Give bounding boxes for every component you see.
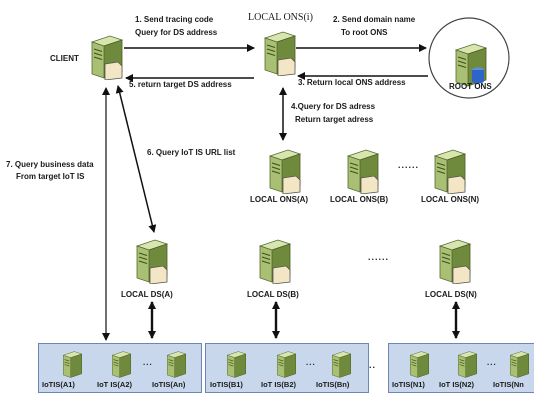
step-4-label-line1: 4.Query for DS adress bbox=[291, 102, 376, 111]
ons-ellipsis: ...... bbox=[398, 160, 420, 170]
iot-is-bn-server-icon bbox=[331, 350, 352, 384]
iot-is-nn-label: IoTIS(Nn bbox=[493, 380, 524, 389]
iot-is-a2-server-icon bbox=[111, 350, 132, 384]
step-7-label-line1: 7. Query business data bbox=[6, 160, 94, 169]
local-ds-n-label: LOCAL DS(N) bbox=[425, 290, 477, 299]
local-ons-b-label: LOCAL ONS(B) bbox=[330, 195, 389, 204]
local-ons-i-label: LOCAL ONS(i) bbox=[248, 12, 313, 23]
local-ds-b-label: LOCAL DS(B) bbox=[247, 290, 299, 299]
root-ons-label: ROOT ONS bbox=[449, 82, 492, 91]
iot-is-b2-server-icon bbox=[276, 350, 297, 384]
group-a-dots: ... bbox=[143, 358, 153, 367]
local-ds-n-server-icon bbox=[438, 238, 472, 289]
iot-is-nn-server-icon bbox=[509, 350, 530, 384]
step-3-label: 3. Return local ONS address bbox=[298, 78, 406, 87]
local-ons-b-server-icon bbox=[346, 148, 380, 199]
client-server-icon bbox=[90, 34, 124, 85]
local-ds-a-server-icon bbox=[135, 238, 169, 289]
local-ds-a-label: LOCAL DS(A) bbox=[121, 290, 173, 299]
local-ons-i-server-icon bbox=[263, 30, 297, 81]
local-ds-b-server-icon bbox=[258, 238, 292, 289]
step-1-label-line1: 1. Send tracing code bbox=[135, 15, 214, 24]
group-n-dots: ... bbox=[487, 358, 497, 367]
step-5-label: 5. return target DS address bbox=[129, 80, 232, 89]
local-ons-a-label: LOCAL ONS(A) bbox=[250, 195, 309, 204]
arrow-step-6 bbox=[115, 85, 157, 233]
iot-is-n2-server-icon bbox=[457, 350, 478, 384]
step-4-label-line2: Return target adress bbox=[295, 115, 374, 124]
iot-is-a2-label: IoT IS(A2) bbox=[97, 380, 132, 389]
iot-is-group-n: ... IoTIS(N1) IoT IS(N2) IoTIS(Nn bbox=[388, 343, 534, 393]
iot-is-group-b: ... IoTIS(B1) IoT IS(B2) IoTIS(Bn) bbox=[205, 343, 369, 393]
iot-is-b1-server-icon bbox=[226, 350, 247, 384]
step-1-label-line2: Query for DS address bbox=[135, 28, 218, 37]
iot-is-n2-label: IoT IS(N2) bbox=[439, 380, 474, 389]
iot-is-n1-label: IoTIS(N1) bbox=[392, 380, 425, 389]
iot-is-group-a: ... IoTIS(A1) IoT IS(A2) IoTIS(An) bbox=[38, 343, 202, 393]
local-ons-n-label: LOCAL ONS(N) bbox=[421, 195, 480, 204]
iot-is-n1-server-icon bbox=[409, 350, 430, 384]
local-ons-a-server-icon bbox=[268, 148, 302, 199]
iot-is-b1-label: IoTIS(B1) bbox=[210, 380, 243, 389]
iot-is-a1-label: IoTIS(A1) bbox=[42, 380, 75, 389]
group-b-dots: ... bbox=[306, 358, 316, 367]
step-2-label-line1: 2. Send domain name bbox=[333, 15, 416, 24]
iot-is-b2-label: IoT IS(B2) bbox=[261, 380, 296, 389]
iot-is-an-label: IoTIS(An) bbox=[152, 380, 186, 389]
step-7-label-line2: From target IoT IS bbox=[16, 172, 85, 181]
iot-is-a1-server-icon bbox=[62, 350, 83, 384]
root-ons-server-icon bbox=[454, 42, 488, 93]
ds-ellipsis: ...... bbox=[368, 252, 390, 262]
step-2-label-line2: To root ONS bbox=[341, 28, 388, 37]
iot-is-bn-label: IoTIS(Bn) bbox=[316, 380, 350, 389]
client-label: CLIENT bbox=[50, 54, 79, 63]
iot-is-an-server-icon bbox=[166, 350, 187, 384]
local-ons-n-server-icon bbox=[433, 148, 467, 199]
step-6-label: 6. Query IoT IS URL list bbox=[147, 148, 236, 157]
